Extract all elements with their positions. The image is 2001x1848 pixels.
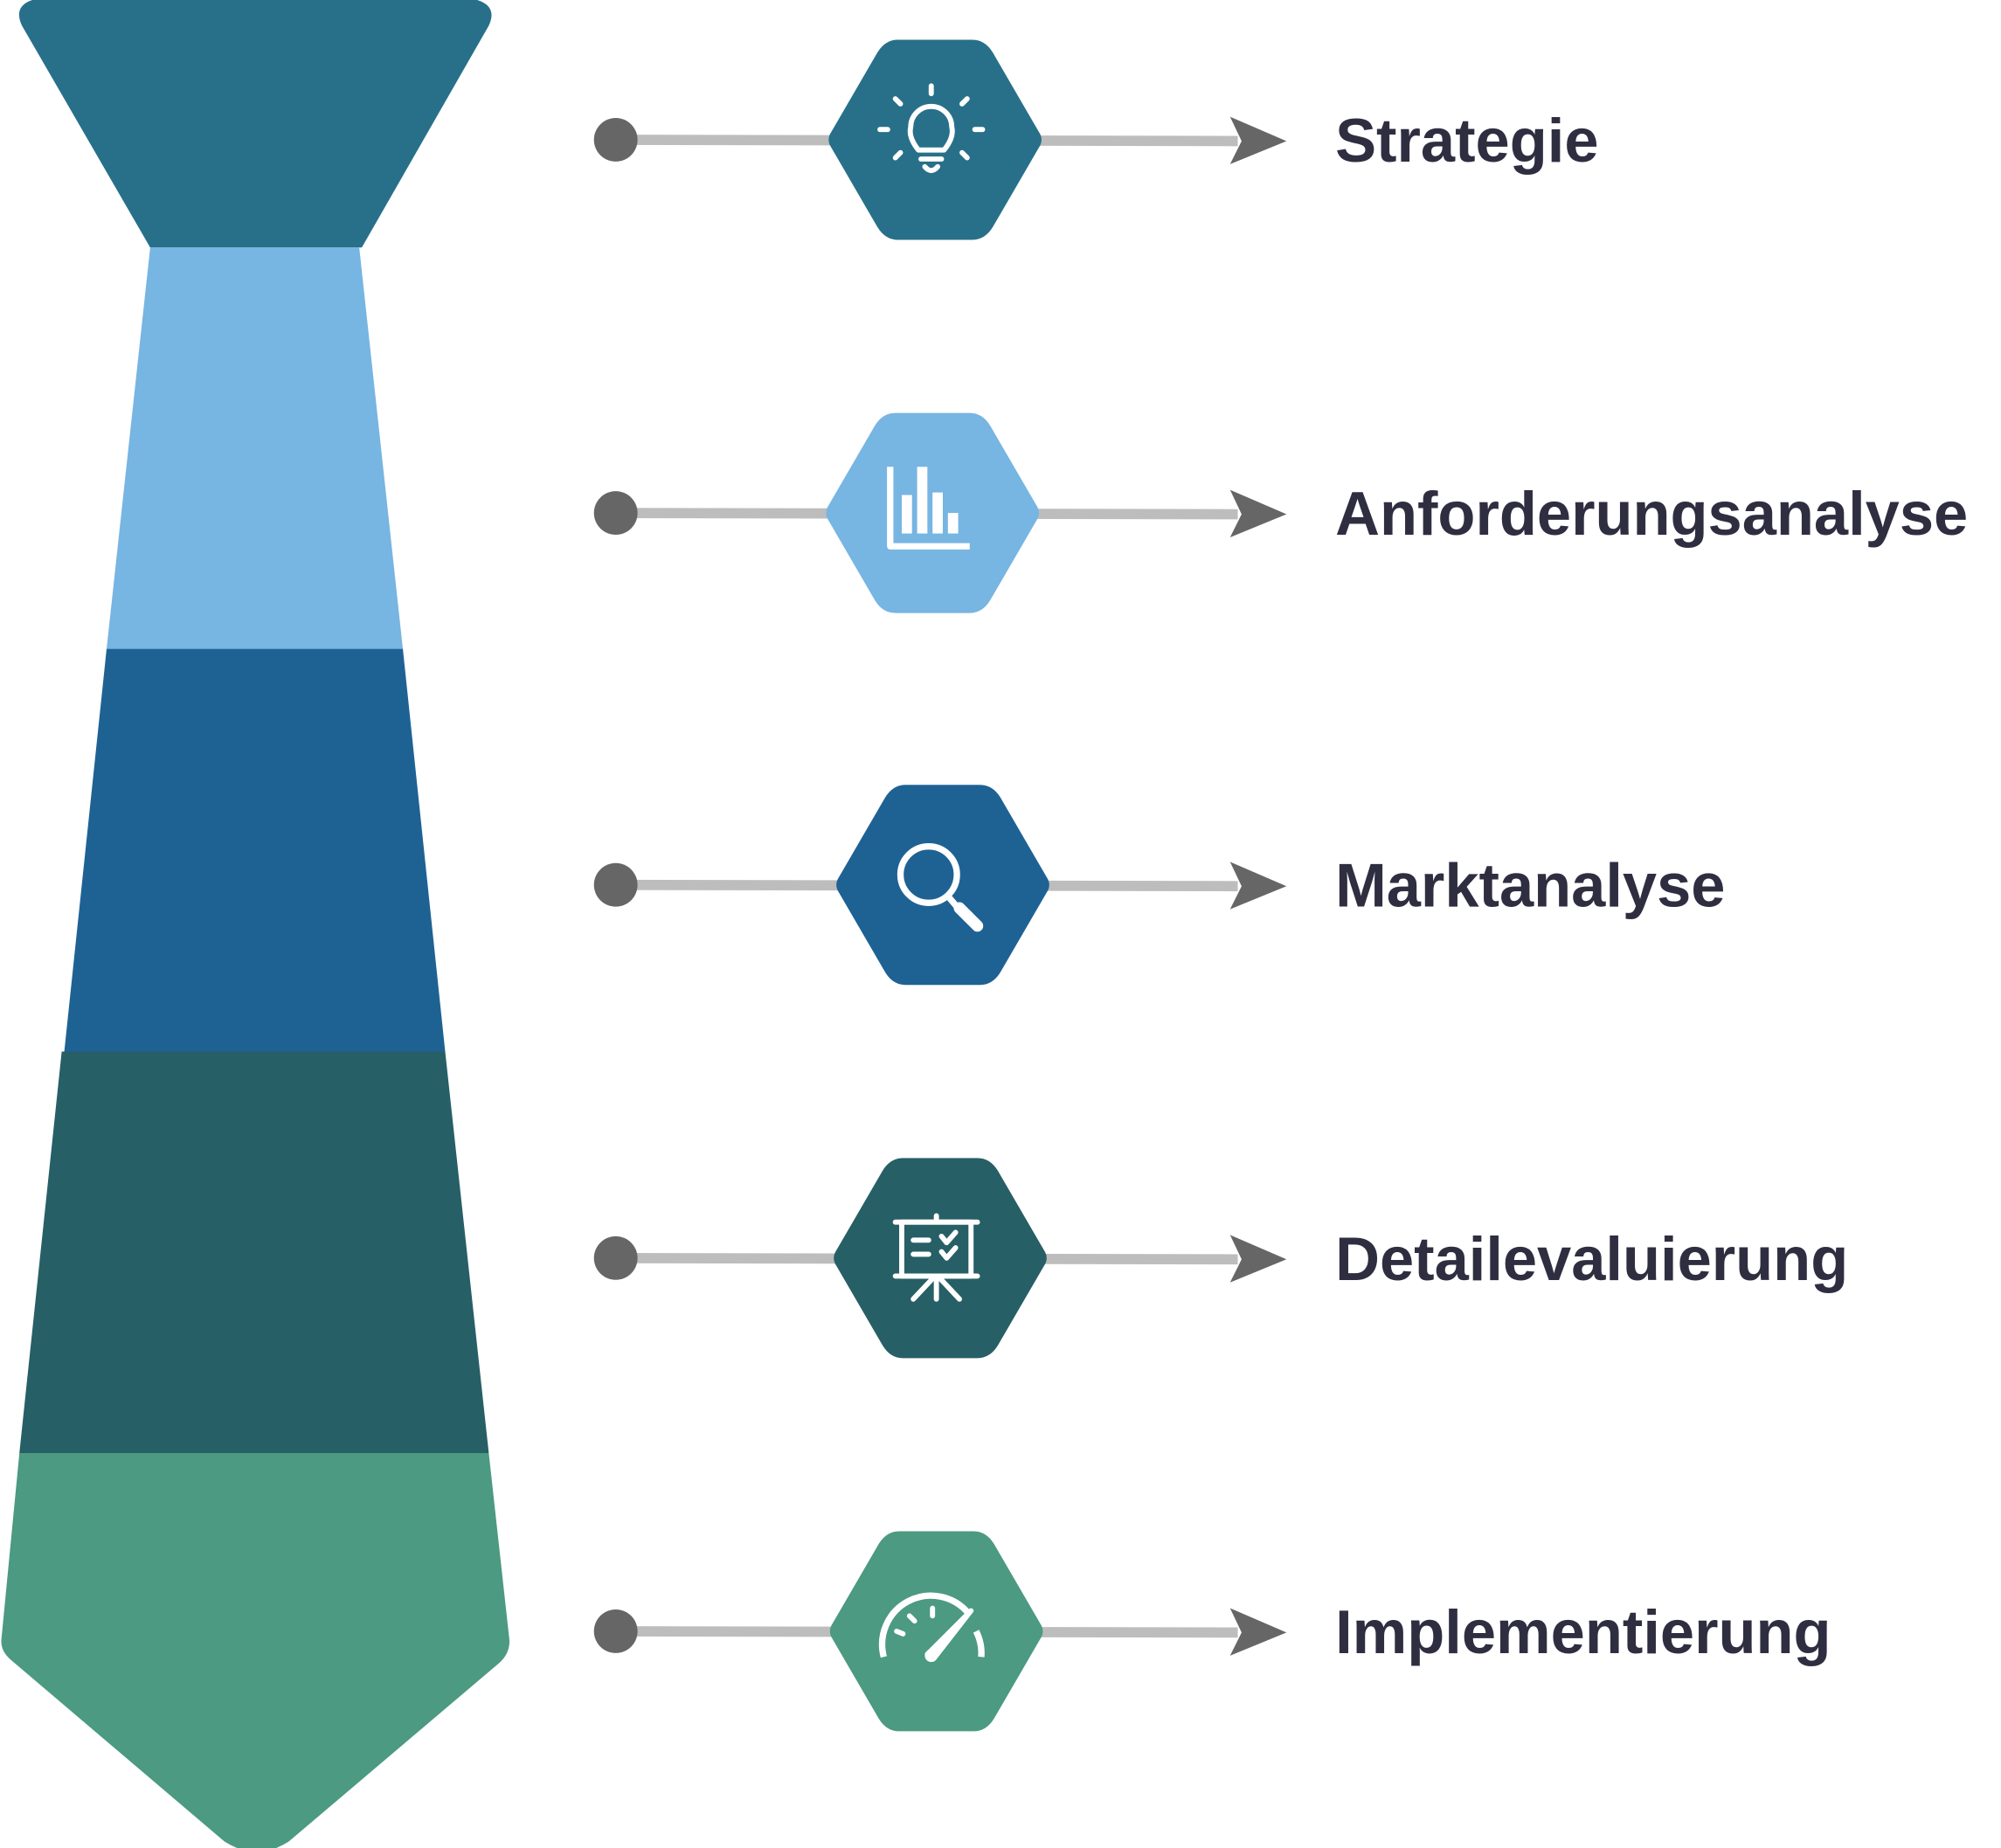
step-label: Detailevaluierung: [1335, 1224, 1848, 1293]
step-row: Anforderungsanalyse: [593, 412, 1968, 613]
arrow-head-icon: [1229, 862, 1287, 910]
step-label: Marktanalyse: [1335, 851, 1725, 920]
arrow-head-icon: [1229, 489, 1287, 537]
start-dot: [593, 1235, 638, 1280]
presentation-board-icon: [892, 1213, 980, 1302]
arrow-head-icon: [1229, 1235, 1287, 1283]
step-label: Implementierung: [1335, 1597, 1831, 1666]
speedometer-icon: [878, 1592, 985, 1663]
step-hexagon: [829, 1531, 1043, 1732]
tie: [1, 0, 510, 1848]
step-hexagon: [828, 39, 1042, 240]
step-label: Strategie: [1335, 106, 1598, 175]
step-label: Anforderungsanalyse: [1335, 479, 1968, 548]
tie-band-3: [64, 648, 446, 1052]
arrow-head-icon: [1229, 1608, 1287, 1656]
start-dot: [593, 1609, 638, 1653]
start-dot: [593, 862, 638, 907]
lightbulb-icon: [877, 83, 986, 174]
step-hexagon: [834, 1158, 1047, 1359]
step-row: Strategie: [593, 39, 1599, 240]
bar-chart-icon: [887, 467, 970, 550]
start-dot: [593, 118, 638, 162]
arrow-head-icon: [1229, 116, 1287, 164]
tie-band-4: [19, 1051, 489, 1453]
step-row: Implementierung: [593, 1531, 1831, 1732]
tie-tip: [1, 1452, 510, 1848]
step-hexagon: [836, 785, 1049, 986]
step-row: Marktanalyse: [593, 785, 1725, 986]
tie-knot: [18, 0, 492, 248]
start-dot: [593, 491, 638, 536]
magnifier-icon: [897, 843, 984, 932]
tie-band-2: [106, 247, 404, 649]
step-row: Detailevaluierung: [593, 1158, 1848, 1359]
